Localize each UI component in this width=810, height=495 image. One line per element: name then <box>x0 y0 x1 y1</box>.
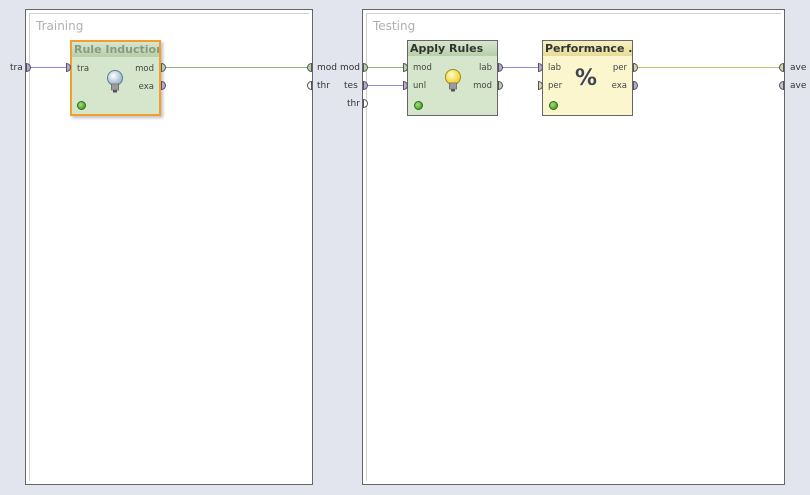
performance-in-label-per: per <box>548 81 563 91</box>
training-panel-title: Training <box>36 19 84 33</box>
testing-in-label-thr: thr <box>347 99 360 109</box>
rule-induction-operator[interactable]: Rule Induction... tra mod exa <box>70 40 161 116</box>
testing-in-port-tes[interactable] <box>363 81 368 90</box>
training-out-label-mod: mod <box>317 63 337 73</box>
testing-in-port-mod[interactable] <box>363 63 368 72</box>
performance-out-label-exa: exa <box>611 81 627 91</box>
rule-induction-status-indicator <box>77 101 86 110</box>
wire-tes-testing <box>368 85 404 86</box>
performance-in-label-lab: lab <box>548 63 561 73</box>
testing-panel-canvas <box>366 13 781 481</box>
wire-per-output <box>637 67 779 68</box>
apply-rules-in-label-mod: mod <box>413 63 432 73</box>
training-out-label-thr: thr <box>317 81 330 91</box>
rule-induction-out-port-mod[interactable] <box>161 63 166 72</box>
outer-port-label-tra: tra <box>10 63 23 73</box>
apply-rules-status-indicator <box>414 101 423 110</box>
testing-in-port-thr[interactable] <box>363 99 368 108</box>
testing-out-port-ave-2[interactable] <box>779 81 784 90</box>
lightbulb-icon <box>106 69 124 98</box>
testing-in-label-tes: tes <box>344 81 358 91</box>
performance-status-indicator <box>549 101 558 110</box>
apply-rules-out-label-lab: lab <box>479 63 492 73</box>
testing-out-port-ave-1[interactable] <box>779 63 784 72</box>
performance-out-port-exa[interactable] <box>633 81 638 90</box>
training-out-port-mod[interactable] <box>307 63 312 72</box>
rule-induction-out-label-exa: exa <box>138 82 154 92</box>
rule-induction-title: Rule Induction... <box>72 42 159 57</box>
performance-operator[interactable]: Performance ... lab per per exa % <box>542 40 633 116</box>
apply-rules-out-port-mod[interactable] <box>498 81 503 90</box>
apply-rules-operator[interactable]: Apply Rules mod unl lab mod <box>407 40 498 116</box>
wire-tra <box>31 67 67 68</box>
apply-rules-out-label-mod: mod <box>473 81 492 91</box>
training-panel: Training <box>25 9 313 485</box>
apply-rules-in-port-unl[interactable] <box>403 81 408 90</box>
rule-induction-out-port-exa[interactable] <box>161 81 166 90</box>
wire-mod-testing <box>368 67 404 68</box>
percent-icon: % <box>575 66 598 91</box>
testing-panel-title: Testing <box>373 19 416 33</box>
testing-out-label-ave-1: ave <box>790 63 807 73</box>
testing-out-label-ave-2: ave <box>790 81 807 91</box>
training-panel-canvas <box>29 13 309 481</box>
lightbulb-icon <box>444 68 462 97</box>
performance-in-port-lab[interactable] <box>538 63 543 72</box>
performance-out-port-per[interactable] <box>633 63 638 72</box>
wire-mod-training <box>165 67 307 68</box>
testing-in-label-mod: mod <box>340 63 360 73</box>
apply-rules-out-port-lab[interactable] <box>498 63 503 72</box>
apply-rules-in-label-unl: unl <box>413 81 427 91</box>
performance-in-port-per[interactable] <box>538 81 543 90</box>
wire-lab <box>502 67 539 68</box>
training-inner-port-tra[interactable] <box>26 63 31 72</box>
apply-rules-in-port-mod[interactable] <box>403 63 408 72</box>
training-out-port-thr[interactable] <box>307 81 312 90</box>
rule-induction-in-port-tra[interactable] <box>66 63 71 72</box>
performance-out-label-per: per <box>612 63 627 73</box>
performance-title: Performance ... <box>543 41 632 56</box>
rule-induction-out-label-mod: mod <box>135 64 154 74</box>
rule-induction-in-label-tra: tra <box>77 64 90 74</box>
apply-rules-title: Apply Rules <box>408 41 497 56</box>
